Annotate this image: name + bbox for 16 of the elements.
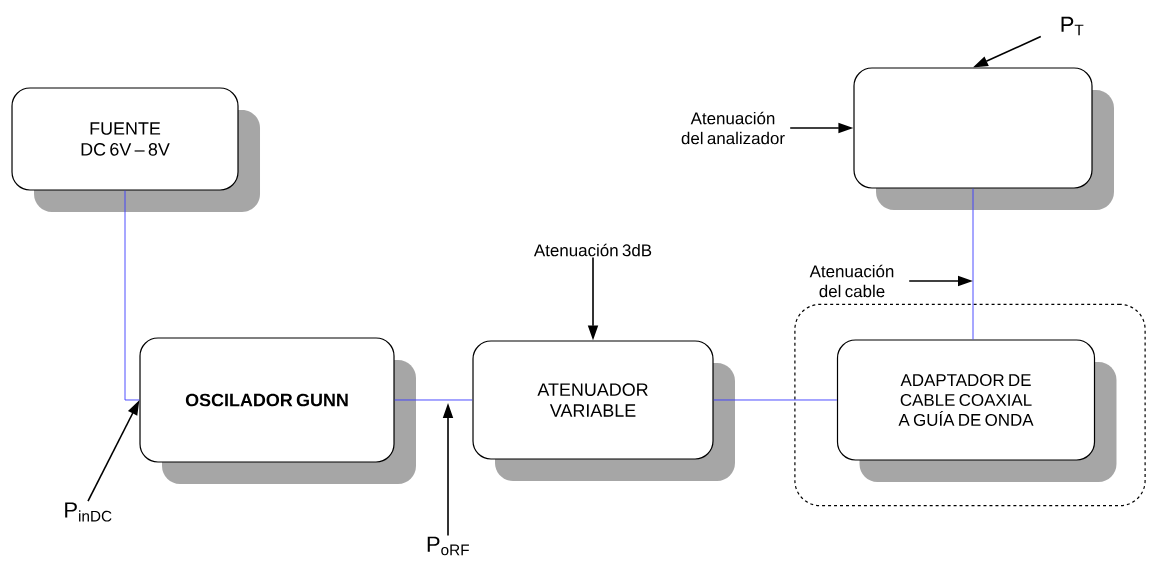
dashed-group-box bbox=[794, 303, 1146, 507]
signal-label: P$_{T}$ bbox=[1061, 16, 1084, 36]
signal-label: Atenuación del cable bbox=[809, 264, 894, 298]
process-box: ADAPTADOR DE CABLE COAXIAL A GUÍA DE ONDA bbox=[836, 339, 1117, 482]
connector-line bbox=[124, 190, 140, 401]
signal-label: P$_{oRF}$ bbox=[427, 536, 469, 556]
signal-label: Atenuación del analizador bbox=[681, 111, 785, 145]
process-box: FUENTE DC 6V – 8V bbox=[11, 87, 260, 212]
process-box: ATENUADOR VARIABLE bbox=[472, 340, 735, 481]
signal-label: Atenuación 3dB bbox=[533, 243, 652, 257]
signal-label: P$_{inDC}$ bbox=[65, 502, 112, 522]
connector-line bbox=[394, 399, 473, 401]
connector-line bbox=[972, 188, 974, 340]
process-box bbox=[853, 67, 1114, 210]
connector-line bbox=[713, 399, 838, 401]
process-box: OSCILADOR GUNN bbox=[139, 337, 416, 484]
